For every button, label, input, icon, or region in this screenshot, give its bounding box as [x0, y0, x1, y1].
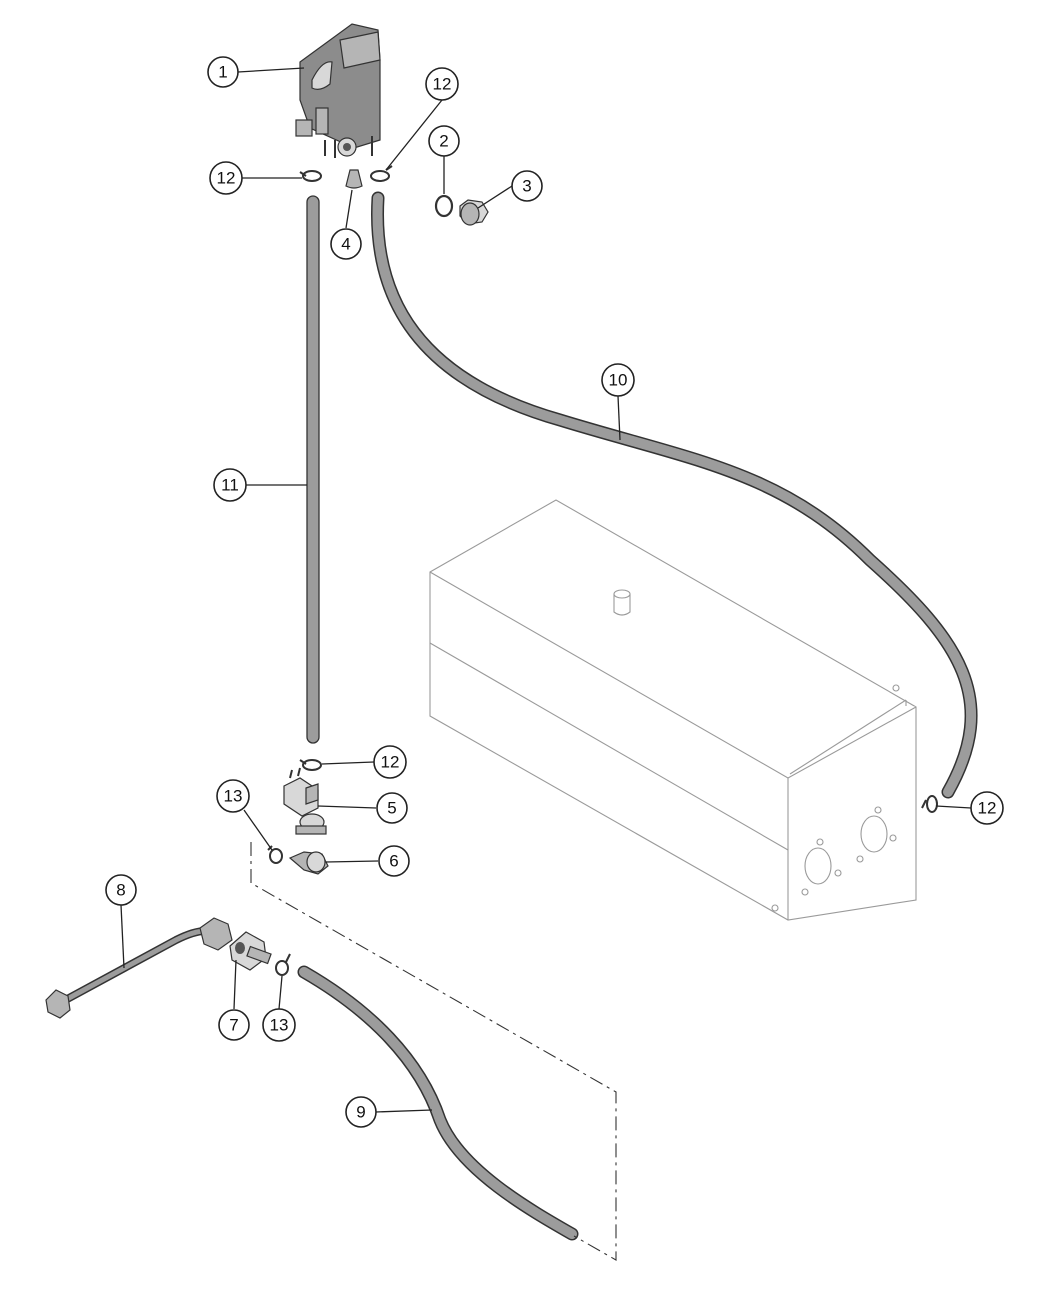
- leader-lines: [120, 67, 972, 1113]
- callout-10: 10: [601, 363, 635, 397]
- callout-5: 5: [376, 792, 408, 824]
- callout-label-6: 6: [389, 852, 398, 871]
- callout-9: 9: [345, 1096, 377, 1128]
- clamp-12-top-right: [370, 165, 393, 182]
- dashed-assembly-line: [250, 842, 617, 1261]
- callout-11: 11: [213, 468, 247, 502]
- callout-label-10: 10: [609, 371, 628, 390]
- tube-11: [306, 195, 320, 744]
- part-1-housing: [295, 23, 381, 158]
- callout-1: 1: [207, 56, 239, 88]
- callout-4: 4: [330, 228, 362, 260]
- callout-label-7: 7: [229, 1016, 238, 1035]
- callout-label-2: 2: [439, 132, 448, 151]
- clamp-12-tank: [921, 795, 938, 813]
- part-2-washer: [434, 194, 454, 218]
- clamp-12-top-left: [299, 170, 322, 182]
- part-5-valve: [283, 767, 327, 835]
- callout-label-13a: 13: [224, 787, 243, 806]
- callout-12-mid: 12: [373, 745, 407, 779]
- part-7-fitting: [229, 931, 272, 971]
- callout-12-tank: 12: [970, 791, 1004, 825]
- clamp-13-upper: [267, 845, 283, 864]
- callout-label-12c: 12: [381, 753, 400, 772]
- clamp-12-mid: [299, 759, 322, 771]
- callout-label-9: 9: [356, 1103, 365, 1122]
- callout-3: 3: [511, 170, 543, 202]
- part-8-supply-hose: [45, 917, 233, 1019]
- callout-label-13b: 13: [270, 1016, 289, 1035]
- callout-label-5: 5: [387, 799, 396, 818]
- callout-label-11: 11: [221, 476, 239, 495]
- hose-9: [297, 965, 579, 1241]
- clamp-13-lower: [275, 953, 291, 976]
- callout-13-upper: 13: [216, 779, 250, 813]
- part-6-elbow: [288, 851, 329, 875]
- callout-12-top-right: 12: [425, 67, 459, 101]
- callout-label-12d: 12: [978, 799, 997, 818]
- callout-label-1: 1: [218, 63, 227, 82]
- callout-label-3: 3: [522, 177, 531, 196]
- callout-label-12b: 12: [433, 75, 452, 94]
- callout-2: 2: [428, 125, 460, 157]
- hose-10: [371, 191, 978, 799]
- part-4-cone: [345, 169, 363, 189]
- callout-label-4: 4: [341, 235, 350, 254]
- water-tank: [429, 499, 917, 921]
- callout-12-top-left: 12: [209, 161, 243, 195]
- callout-7: 7: [218, 1009, 250, 1041]
- callout-6: 6: [378, 845, 410, 877]
- callout-label-12a: 12: [217, 169, 236, 188]
- callout-8: 8: [105, 874, 137, 906]
- callout-13-lower: 13: [262, 1008, 296, 1042]
- callout-label-8: 8: [116, 881, 125, 900]
